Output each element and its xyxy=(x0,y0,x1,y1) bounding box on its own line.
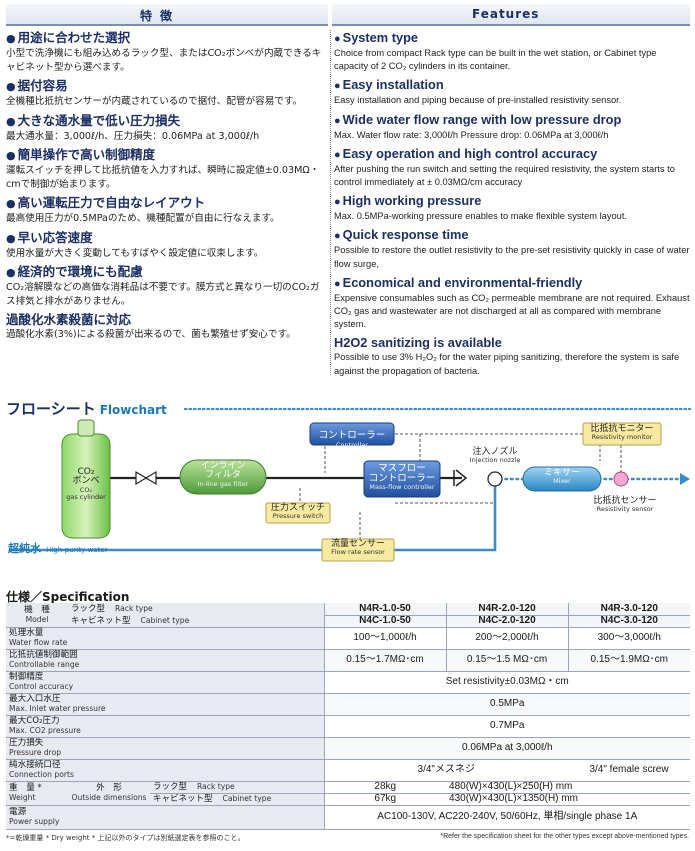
footnote-en: *Refer the specification sheet for the o… xyxy=(440,833,689,840)
gas-filter xyxy=(179,459,267,495)
gas-filter-label: インライン フィルタ In-line gas filter xyxy=(197,461,249,488)
resist-sensor-label: 比抵抗センサー Resistivity sensor xyxy=(593,496,657,514)
signal-lines xyxy=(299,433,601,550)
features-header-en-text: Features xyxy=(472,7,540,21)
injection-label: 注入ノズル Injection nozzle xyxy=(469,447,521,465)
controller-box xyxy=(309,422,395,446)
features-header-jp: 特徴 xyxy=(6,4,328,26)
features-header-jp-text: 特徴 xyxy=(140,9,181,23)
feature-jp-6: ●早い応答速度使用水量が大きく変動してもすばやく設定値に収束します。 xyxy=(6,229,264,259)
features-list-jp: ●用途に合わせた選択小型で洗浄機にも組み込めるラック型、またはCO₂ボンベが内蔵… xyxy=(6,30,328,346)
footnote-jp: *=乾燥重量 * Dry weight * 上記以外のタイプは別紙選定表を参照の… xyxy=(6,834,245,842)
massflow-label: マスフロー コントローラー Mass-flow controller xyxy=(368,463,436,491)
feature-jp-3: ●大きな通水量で低い圧力損失最大通水量：3,000ℓ/h、圧力損失：0.06MP… xyxy=(6,112,260,142)
valve-icon xyxy=(135,470,157,486)
pressure-switch-box xyxy=(265,502,331,524)
outlet-arrow-icon xyxy=(680,473,690,485)
feature-en-3: ●Wide water flow range with low pressure… xyxy=(334,111,622,140)
mixer-box xyxy=(522,466,602,492)
injection-nozzle xyxy=(487,471,503,487)
features-header-en: Features xyxy=(332,4,690,26)
feature-en-4: ●Easy operation and high control accurac… xyxy=(334,145,675,188)
feature-jp-1: ●用途に合わせた選択小型で洗浄機にも組み込めるラック型、またはCO₂ボンベが内蔵… xyxy=(6,30,322,73)
water-line xyxy=(10,486,497,552)
pressure-switch-label: 圧力スイッチ Pressure switch xyxy=(270,503,325,521)
feature-jp-2: ●据付容易全機種比抵抗センサーが内蔵されているので据付、配管が容易です。 xyxy=(6,78,303,107)
mixer-label: ミキサー Mixer xyxy=(543,468,580,486)
flow-sensor-box xyxy=(321,538,395,562)
feature-jp-5: ●高い運転圧力で自由なレイアウト最高使用圧力が0.5MPaのため、機種配置が自由… xyxy=(6,195,280,224)
flowchart-diagram xyxy=(10,407,692,562)
resistivity-monitor-box xyxy=(582,422,662,446)
controller-label: コントローラー Controller xyxy=(318,430,386,449)
feature-jp-4: ●簡単操作で高い制御精度運転スイッチを押して比抵抗値を入力すれば、瞬時に設定値±… xyxy=(6,147,320,190)
feature-jp-8: 過酸化水素殺菌に対応過酸化水素(3%)による殺菌が出来るので、菌も繁殖せず安心で… xyxy=(6,312,296,340)
cylinder-label: CO₂ ボンベ CO₂ gas cylinder xyxy=(66,467,106,501)
flow-sensor-label: 流量センサー Flow rate sensor xyxy=(330,539,385,557)
column-divider xyxy=(330,30,331,375)
monitor-label: 比抵抗モニター Resistivity monitor xyxy=(590,424,654,442)
massflow-box xyxy=(363,460,441,498)
water-label: 超純水 High-purity water xyxy=(8,542,108,555)
resistivity-sensor xyxy=(613,471,629,487)
spec-title: 仕様／Specification xyxy=(6,590,130,604)
